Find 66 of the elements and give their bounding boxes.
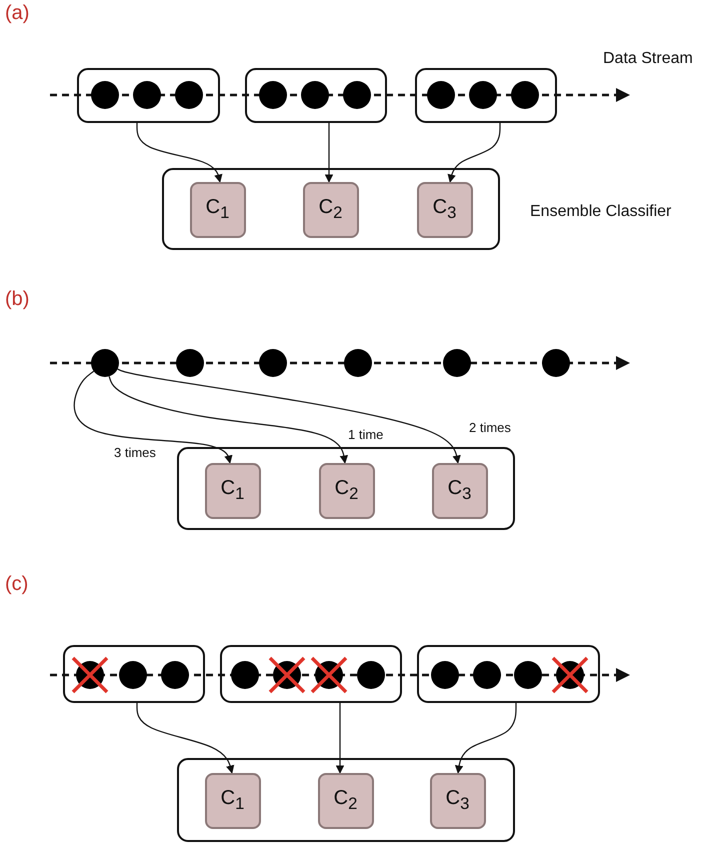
data-point [90, 80, 118, 108]
arrow [324, 123, 334, 183]
data-point [472, 660, 500, 688]
group-box [417, 645, 600, 703]
edge-label: 2 times [468, 420, 512, 435]
panel-label: (a) [5, 2, 30, 25]
arrow [108, 376, 348, 464]
data-point [468, 80, 496, 108]
classifier-label: C$_{1}$ [206, 197, 230, 222]
group-box [177, 447, 515, 530]
classifier-box [204, 462, 260, 518]
data-point [430, 660, 458, 688]
classifier-box [318, 462, 374, 518]
data-point [259, 349, 287, 377]
data-point [300, 80, 328, 108]
classifier-label: C$_{3}$ [446, 788, 470, 813]
data-point [230, 660, 258, 688]
group-box [415, 68, 557, 123]
classifier-label: C$_{1}$ [220, 788, 244, 813]
classifier-box [204, 772, 260, 828]
arrow [117, 368, 461, 464]
edge-label: 3 times [113, 445, 157, 460]
data-point [91, 349, 119, 377]
arrow [74, 370, 232, 464]
data-point [510, 80, 538, 108]
data-point [132, 80, 160, 108]
arrow [136, 703, 234, 774]
arrow [136, 123, 222, 183]
classifier-box [302, 182, 358, 238]
classifier-label: C$_{2}$ [334, 788, 358, 813]
data-point [118, 660, 146, 688]
group-box [220, 645, 402, 703]
data-point [344, 349, 372, 377]
classifier-box [190, 182, 246, 238]
group-box [77, 68, 220, 123]
stream-label: Data Stream [603, 50, 693, 68]
classifier-label: C$_{3}$ [432, 197, 456, 222]
arrow [336, 703, 344, 774]
data-point [542, 349, 570, 377]
data-point [342, 80, 370, 108]
data-point [426, 80, 454, 108]
classifier-label: C$_{1}$ [220, 478, 244, 503]
data-point [176, 349, 204, 377]
edge-label: 1 time [347, 427, 384, 442]
panel-label: (b) [5, 288, 30, 311]
classifier-box [430, 772, 486, 828]
data-point [443, 349, 471, 377]
data-point [174, 80, 202, 108]
arrow [448, 123, 501, 183]
classifier-box [318, 772, 374, 828]
group-box [63, 645, 205, 703]
classifier-box [432, 462, 488, 518]
group-box [177, 758, 515, 842]
classifier-label: C$_{3}$ [448, 478, 472, 503]
arrow [454, 703, 517, 774]
classifier-label: C$_{2}$ [318, 197, 342, 222]
data-point [514, 660, 542, 688]
data-point [356, 660, 384, 688]
classifier-box [416, 182, 472, 238]
group-box [162, 168, 500, 250]
panel-label: (c) [5, 573, 28, 596]
classifier-label: C$_{2}$ [334, 478, 358, 503]
data-point [160, 660, 188, 688]
data-point [258, 80, 286, 108]
group-box [245, 68, 387, 123]
caption-text: Ensemble Classifier [530, 203, 672, 221]
